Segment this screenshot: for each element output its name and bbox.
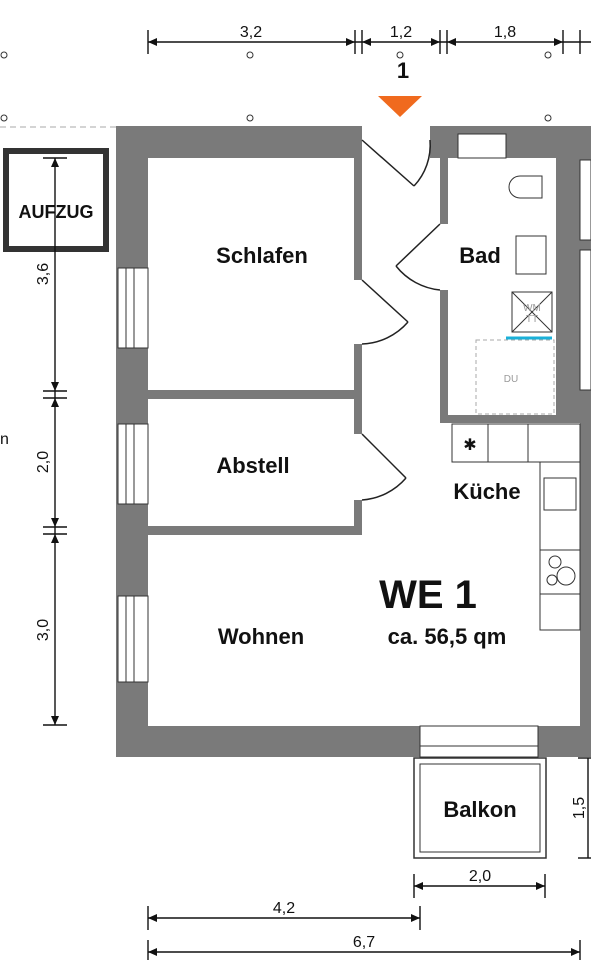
stove-icon [548,555,562,569]
doors [361,139,441,501]
inner-walls [148,158,580,535]
cut-off-label: n [0,431,9,448]
dim-left-3: 3,0 [35,619,52,641]
toilet-icon [508,175,543,199]
shower-label: DU [504,374,518,385]
entrance-number: 1 [397,58,409,83]
window-bath [457,133,507,159]
room-label-bad: Bad [459,243,501,268]
elevator-label: AUFZUG [19,202,94,222]
room-label-schlafen: Schlafen [216,243,308,268]
dim-left-1: 3,6 [35,263,52,285]
balcony-depth-dimension: 1,5 [571,757,591,859]
dim-balcony-width: 2,0 [469,868,491,885]
dim-left-2: 2,0 [35,451,52,473]
grid-point [246,51,254,59]
kitchen-fixtures: ✱ [451,423,581,631]
room-label-wohnen: Wohnen [218,624,304,649]
neighbour-detail [579,249,591,391]
bath-fixtures: WM TT DU [475,175,555,415]
left-dimension-chain: 3,6 2,0 3,0 [35,157,67,726]
dim-top-1: 3,2 [240,24,262,41]
grid-point [396,51,404,59]
sink-icon [515,235,547,275]
grid-point [246,114,254,122]
grid-point [0,114,8,122]
dim-bottom-total: 6,7 [353,934,375,951]
left-windows [117,267,149,683]
room-label-balkon: Balkon [443,797,516,822]
grid-point [544,114,552,122]
entrance-marker-icon [378,96,422,117]
elevator-box [3,148,109,252]
shower-area [475,339,555,415]
wm-label: WM [523,303,541,314]
bottom-inner-dimension: 4,2 [147,900,421,930]
dim-bottom-inner: 4,2 [273,900,295,917]
dim-balcony-depth: 1,5 [571,797,588,819]
room-label-abstell: Abstell [216,453,289,478]
room-label-kueche: Küche [453,479,520,504]
balcony-door [419,725,539,758]
dim-top-2: 1,2 [390,24,412,41]
unit-name: WE 1 [379,573,477,617]
asterisk-icon: ✱ [463,435,476,454]
neighbour-detail [579,159,591,241]
kitchen-sink-icon [543,477,577,511]
dim-top-3: 1,8 [494,24,516,41]
balcony-width-dimension: 2,0 [413,868,546,898]
balcony-inner [419,763,541,853]
tt-label: TT [526,314,538,325]
unit-area: ca. 56,5 qm [388,624,507,649]
bottom-total-dimension: 6,7 [147,934,581,960]
grid-point [0,51,8,59]
grid-point [544,51,552,59]
top-dimension-chain: 3,2 1,2 1,8 [147,24,591,54]
